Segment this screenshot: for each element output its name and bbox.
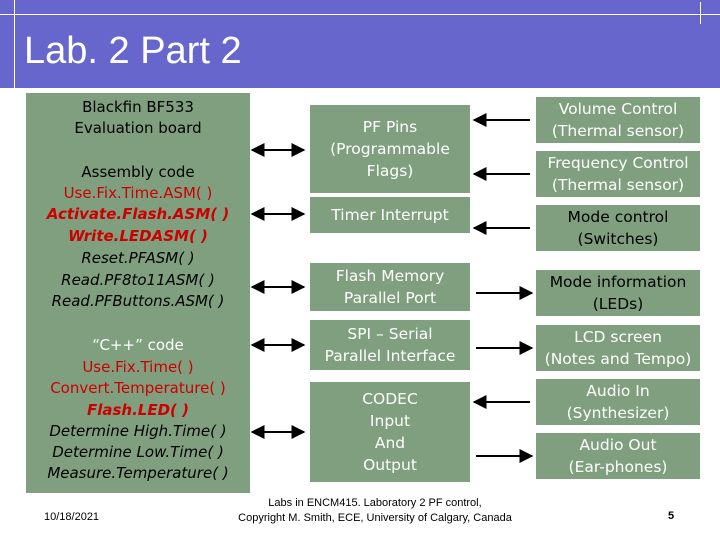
pf-pins-line: Flags) [366,162,414,180]
mode-information-line: (LEDs) [592,295,644,313]
spi-box: SPI – Serial Parallel Interface [308,318,472,372]
volume-control-box: Volume Control (Thermal sensor) [534,95,702,145]
footer-date: 10/18/2021 [44,511,100,523]
pf-pins-line: (Programmable [330,140,450,158]
frequency-control-line: Frequency Control [547,154,689,172]
title-bar-vertical-rule [14,0,15,88]
mode-control-line: (Switches) [577,230,659,248]
assembly-item: Activate.Flash.ASM( ) [46,205,230,223]
board-line-2: Evaluation board [74,119,202,137]
audio-out-box: Audio Out (Ear-phones) [534,431,702,481]
cpp-item: Measure.Temperature( ) [47,464,229,482]
footer-caption-line-1: Labs in ENCM415. Laboratory 2 PF control… [268,497,482,509]
slide-title: Lab. 2 Part 2 [24,30,242,72]
assembly-item: Read.PFButtons.ASM( ) [51,292,225,310]
frequency-control-box: Frequency Control (Thermal sensor) [534,149,702,199]
assembly-item: Reset.PFASM( ) [81,249,195,267]
mode-information-line: Mode information [549,273,687,291]
codec-box: CODEC Input And Output [308,380,472,484]
mode-control-line: Mode control [567,208,669,226]
assembly-item: Write.LEDASM( ) [68,227,208,245]
spi-line: Parallel Interface [324,347,456,365]
codec-line: Input [369,412,411,430]
audio-out-line: (Ear-phones) [568,458,668,476]
page-number: 5 [668,510,675,522]
footer-caption: Labs in ENCM415. Laboratory 2 PF control… [220,496,530,526]
codec-line: Output [363,456,417,474]
spi-line: SPI – Serial [347,325,433,343]
cpp-item: Flash.LED( ) [86,401,189,419]
audio-in-line: Audio In [586,382,650,400]
board-panel: Blackfin BF533 Evaluation board Assembly… [26,93,250,493]
cpp-heading: “C++” code [92,336,184,354]
cpp-item: Determine High.Time( ) [49,422,227,440]
flash-memory-box: Flash Memory Parallel Port [308,261,472,313]
title-bar-corner-rule [700,2,720,24]
lcd-screen-line: LCD screen [574,328,662,346]
volume-control-line: (Thermal sensor) [551,122,685,140]
audio-out-line: Audio Out [579,436,657,454]
lcd-screen-box: LCD screen (Notes and Tempo) [534,323,702,373]
audio-in-line: (Synthesizer) [566,404,670,422]
title-bar-horizontal-rule [0,14,720,15]
lcd-screen-line: (Notes and Tempo) [544,350,692,368]
cpp-item: Use.Fix.Time( ) [82,358,194,376]
assembly-item: Use.Fix.Time.ASM( ) [63,184,213,202]
assembly-heading: Assembly code [81,163,195,181]
title-bar: Lab. 2 Part 2 [0,0,720,88]
pf-pins-box: PF Pins (Programmable Flags) [308,103,472,195]
mode-control-box: Mode control (Switches) [534,203,702,253]
timer-interrupt-label: Timer Interrupt [331,206,449,224]
codec-line: And [374,434,406,452]
audio-in-box: Audio In (Synthesizer) [534,377,702,427]
pf-pins-line: PF Pins [362,118,418,136]
codec-line: CODEC [362,390,418,408]
board-line-1: Blackfin BF533 [82,98,194,116]
volume-control-line: Volume Control [558,100,678,118]
cpp-item: Determine Low.Time( ) [52,443,224,461]
footer-caption-line-2: Copyright M. Smith, ECE, University of C… [238,512,512,524]
assembly-item: Read.PF8to11ASM( ) [61,271,215,289]
timer-interrupt-box: Timer Interrupt [308,195,472,235]
cpp-item: Convert.Temperature( ) [50,379,226,397]
flash-memory-line: Parallel Port [343,289,437,307]
flash-memory-line: Flash Memory [335,267,445,285]
mode-information-box: Mode information (LEDs) [534,268,702,318]
frequency-control-line: (Thermal sensor) [551,176,685,194]
